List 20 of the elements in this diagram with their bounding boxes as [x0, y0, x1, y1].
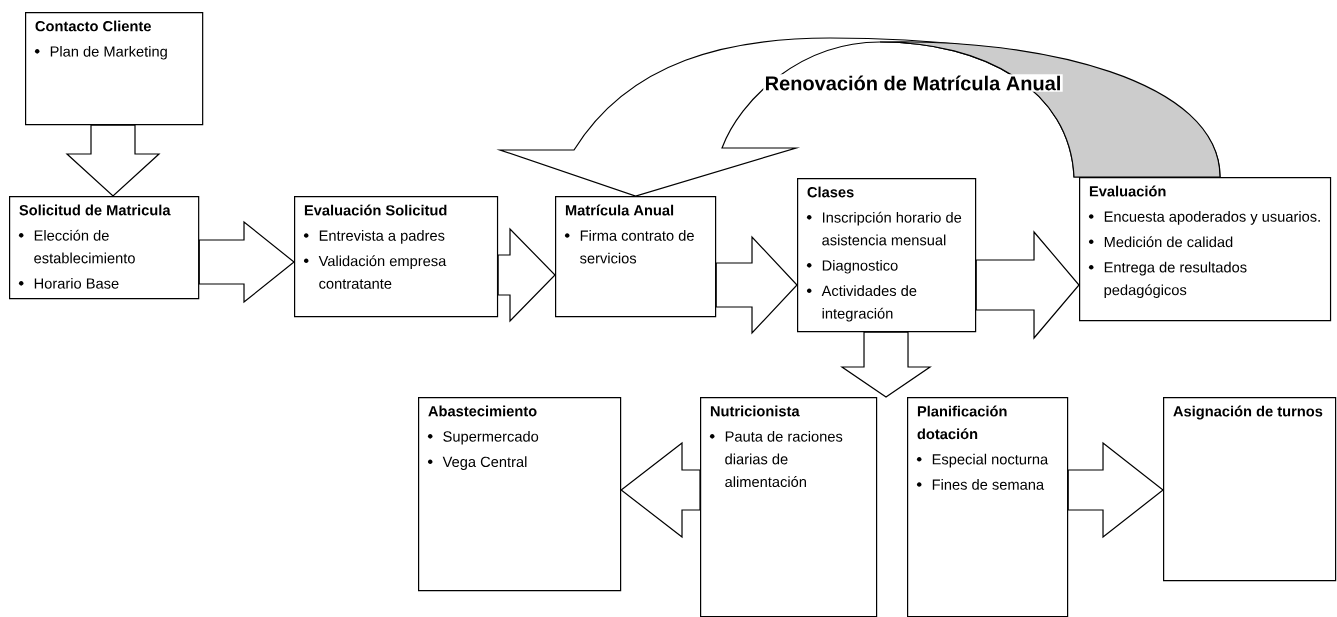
block-arrow [975, 230, 1080, 340]
block-arrow [840, 331, 932, 398]
process-box: Matrícula Anual Firma contrato de servicios [555, 196, 717, 318]
block-arrow [497, 227, 556, 323]
block-arrow [65, 124, 161, 197]
process-box: Nutricionista Pauta de raciones diarias de alimentación [700, 397, 878, 617]
process-box: Planificación dotación Especial nocturna Fines de semana [907, 397, 1069, 617]
block-arrow [620, 441, 701, 539]
process-box: Contacto Cliente Plan de Marketing [25, 12, 204, 126]
process-box: Evaluación Encuesta apoderados y usuarios. Medición de calidad Entrega de resultados pedagógicos [1079, 177, 1332, 322]
edge-label: Renovación de Matrícula Anual [763, 74, 1063, 92]
process-box: Evaluación Solicitud Entrevista a padres Validación empresa contratante [294, 196, 499, 318]
block-arrow [1067, 441, 1164, 539]
block-arrow [198, 220, 295, 304]
process-box: Clases Inscripción horario de asistencia mensual Diagnostico Actividades de integración [797, 178, 977, 333]
curved-arrow [499, 37, 1221, 197]
process-box: Asignación de turnos [1163, 397, 1337, 582]
process-box: Abastecimiento Supermercado Vega Central [418, 397, 622, 592]
process-box: Solicitud de Matricula Elección de establecimiento Horario Base [9, 196, 200, 300]
block-arrow [715, 235, 798, 335]
